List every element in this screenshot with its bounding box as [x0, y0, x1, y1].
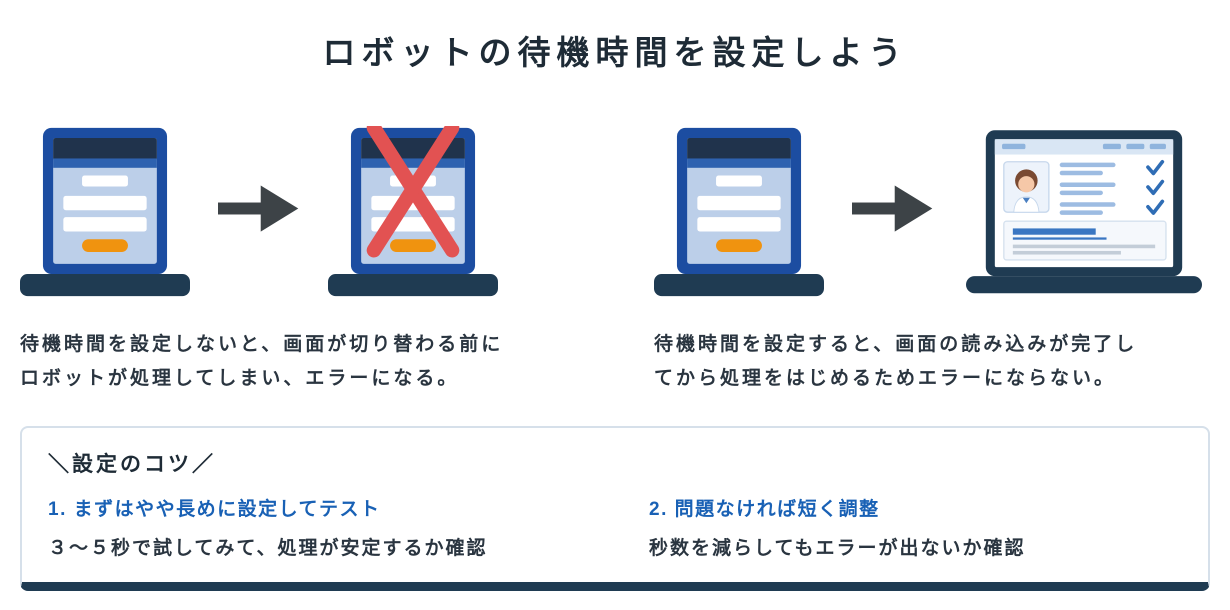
scenario-without-wait-caption: 待機時間を設定しないと、画面が切り替わる前に ロボットが処理してしまい、エラーに…	[20, 328, 565, 396]
laptop-login-icon	[654, 127, 824, 297]
arrow-right-icon	[218, 185, 299, 232]
tip-item-2: 2. 問題なければ短く調整 秒数を減らしてもエラーが出ないか確認	[649, 494, 1182, 560]
tip-1-description: ３〜５秒で試してみて、処理が安定するか確認	[48, 538, 488, 560]
tips-box: ＼設定のコツ／ 1. まずはやや長めに設定してテスト ３〜５秒で試してみて、処理…	[20, 426, 1210, 592]
caption-line: てから処理をはじめるためエラーにならない。	[654, 368, 1117, 390]
tips-heading: ＼設定のコツ／	[48, 453, 216, 477]
tip-item-1: 1. まずはやや長めに設定してテスト ３〜５秒で試してみて、処理が安定するか確認	[48, 494, 649, 560]
laptop-login-icon	[20, 127, 190, 297]
scenario-without-wait-icons	[20, 126, 565, 298]
caption-line: ロボットが処理してしまい、エラーになる。	[20, 368, 460, 390]
scenario-with-wait: 待機時間を設定すると、画面の読み込みが完了し てから処理をはじめるためエラーにな…	[654, 126, 1210, 396]
scenario-with-wait-caption: 待機時間を設定すると、画面の読み込みが完了し てから処理をはじめるためエラーにな…	[654, 328, 1210, 396]
scenarios-row: 待機時間を設定しないと、画面が切り替わる前に ロボットが処理してしまい、エラーに…	[20, 126, 1210, 396]
laptop-error-icon	[328, 126, 498, 297]
laptop-loaded-icon	[966, 130, 1202, 296]
tip-1-title: 1. まずはやや長めに設定してテスト	[48, 499, 381, 521]
scenario-without-wait: 待機時間を設定しないと、画面が切り替わる前に ロボットが処理してしまい、エラーに…	[20, 126, 565, 396]
scenario-with-wait-icons	[654, 126, 1210, 298]
page-title: ロボットの待機時間を設定しよう	[322, 34, 908, 71]
tip-2-description: 秒数を減らしてもエラーが出ないか確認	[649, 538, 1026, 560]
arrow-right-icon	[852, 185, 933, 232]
caption-line: 待機時間を設定しないと、画面が切り替わる前に	[20, 334, 504, 355]
tips-row: 1. まずはやや長めに設定してテスト ３〜５秒で試してみて、処理が安定するか確認…	[48, 494, 1182, 560]
caption-line: 待機時間を設定すると、画面の読み込みが完了し	[654, 334, 1138, 355]
tip-2-title: 2. 問題なければ短く調整	[649, 499, 880, 521]
